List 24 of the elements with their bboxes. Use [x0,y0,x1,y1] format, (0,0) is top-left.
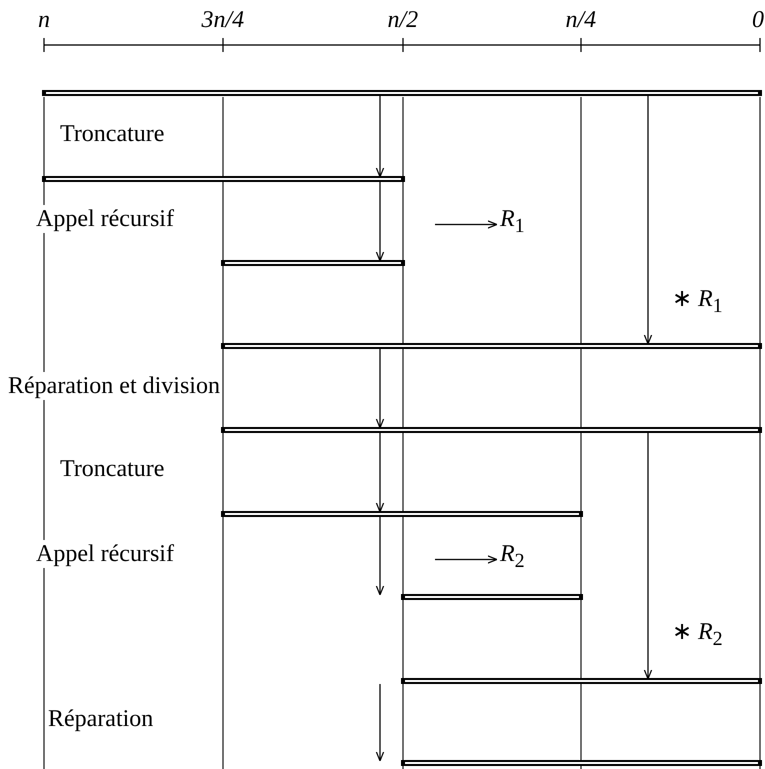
variable-label: R$_{1}$ [500,205,525,240]
bar [401,678,762,684]
bar [42,176,405,182]
arrow [376,349,384,428]
arrow [376,684,384,762]
arrow [376,182,384,262]
step-label: Appel récursif [36,205,174,233]
step-label: Réparation et division [8,372,220,400]
bar [221,343,762,349]
bar [221,260,405,266]
bar [221,427,762,433]
arrow [376,433,384,512]
arrow [644,433,652,680]
arrow [376,517,384,596]
arrow [376,96,384,178]
bar [401,760,762,766]
arrow [644,96,652,344]
arrow [435,555,498,564]
step-label: Appel récursif [36,540,174,568]
bar [401,594,583,600]
variable-label: R$_{2}$ [500,540,525,575]
arrow [435,220,498,229]
bar [221,511,583,517]
bar [42,90,762,96]
